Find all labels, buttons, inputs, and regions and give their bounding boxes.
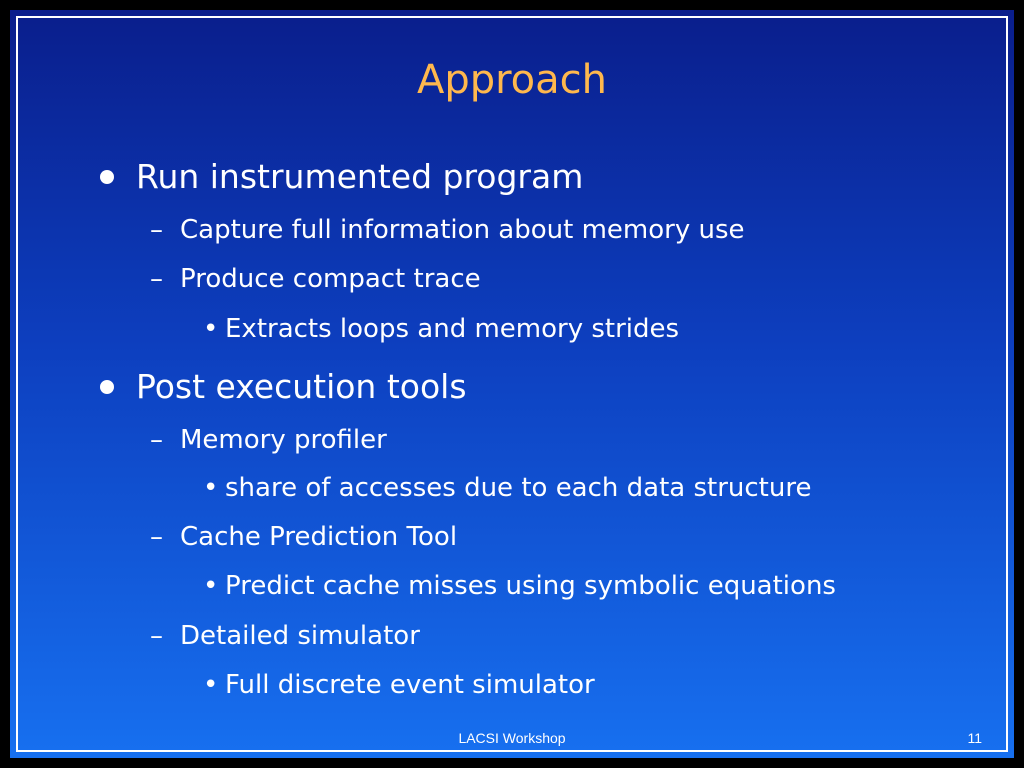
bullet-text: Produce compact trace <box>180 264 481 294</box>
bullet-point-icon: • <box>203 571 219 601</box>
bullet-dot-icon <box>100 380 114 394</box>
dash-icon: – <box>150 522 163 552</box>
page-number: 11 <box>967 730 982 746</box>
dash-icon: – <box>150 621 163 651</box>
bullet-point-icon: • <box>203 314 219 344</box>
bullet-text: Memory profiler <box>180 425 387 455</box>
dash-icon: – <box>150 264 163 294</box>
bullet-point-icon: • <box>203 473 219 503</box>
bullet-dot-icon <box>100 170 114 184</box>
bullet-text: share of accesses due to each data struc… <box>225 473 812 503</box>
bullet-point-icon: • <box>203 670 219 700</box>
bullet-text: Full discrete event simulator <box>225 670 595 700</box>
bullet-text: Extracts loops and memory strides <box>225 314 680 344</box>
dash-icon: – <box>150 215 163 245</box>
bullet-text: Run instrumented program <box>136 157 584 196</box>
bullet-text: Post execution tools <box>136 367 467 406</box>
bullet-text: Cache Prediction Tool <box>180 522 458 552</box>
slide-footer: LACSI Workshop <box>458 730 566 746</box>
dash-icon: – <box>150 425 163 455</box>
bullet-text: Predict cache misses using symbolic equa… <box>225 571 836 601</box>
bullet-text: Capture full information about memory us… <box>180 215 745 245</box>
bullet-text: Detailed simulator <box>180 621 420 651</box>
slide-title: Approach <box>416 57 608 103</box>
